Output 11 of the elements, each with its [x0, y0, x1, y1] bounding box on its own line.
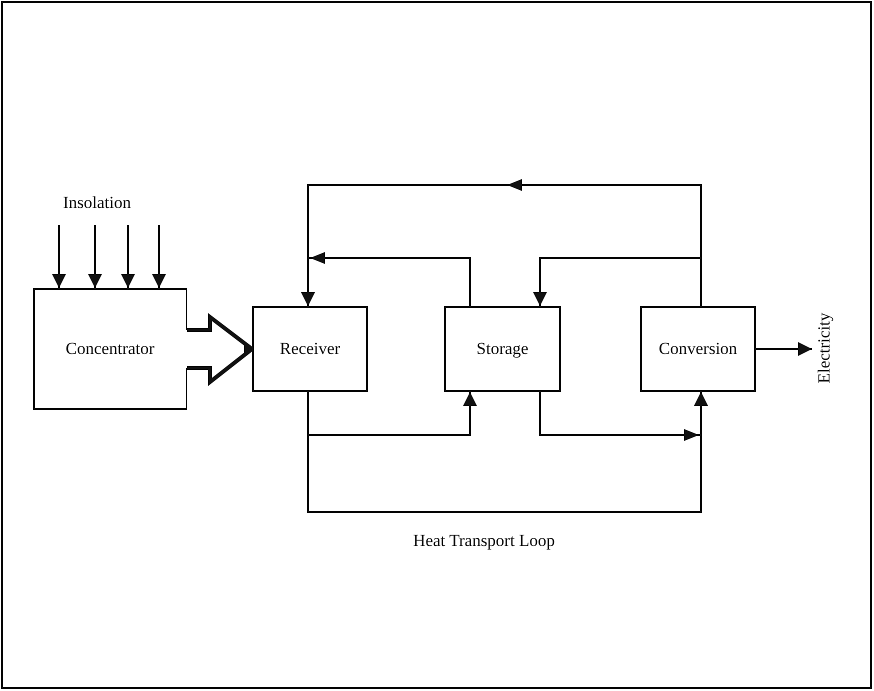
- process-box: [444, 306, 561, 392]
- box-label: Receiver: [280, 339, 340, 359]
- flow-label: Electricity: [814, 312, 834, 384]
- box-label: Conversion: [658, 339, 738, 359]
- flow-label: Insolation: [63, 193, 131, 213]
- process-box: [33, 288, 187, 410]
- process-box: [640, 306, 756, 392]
- loop-label: Heat Transport Loop: [413, 531, 555, 551]
- box-label: Concentrator: [66, 339, 154, 359]
- process-box: [252, 306, 368, 392]
- box-label: Storage: [476, 339, 528, 359]
